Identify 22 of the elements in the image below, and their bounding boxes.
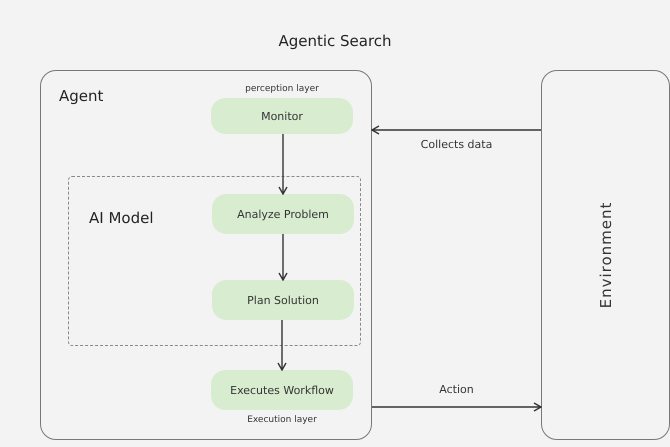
edge-label: Collects data [418, 138, 494, 151]
group-title: AI Model [89, 209, 154, 227]
diagram-title: Agentic Search [277, 32, 393, 50]
edge-label: Action [437, 383, 476, 396]
process-pill [212, 280, 354, 320]
group-container [40, 70, 372, 440]
arrow [371, 125, 541, 135]
step-label: Monitor [261, 110, 303, 122]
environment-label: Environment [596, 202, 614, 308]
environment-box [541, 70, 670, 440]
arrow [278, 134, 288, 195]
step-label: Analyze Problem [237, 208, 329, 220]
dashed-group-container [68, 176, 361, 346]
arrow [372, 402, 542, 412]
layer-caption: Execution layer [246, 415, 318, 425]
group-title: Agent [59, 87, 104, 105]
arrow [277, 320, 287, 371]
layer-caption: perception layer [244, 84, 320, 94]
step-label: Plan Solution [247, 294, 319, 306]
step-label: Executes Workflow [230, 384, 334, 396]
process-pill [212, 194, 354, 234]
arrow [278, 234, 288, 281]
